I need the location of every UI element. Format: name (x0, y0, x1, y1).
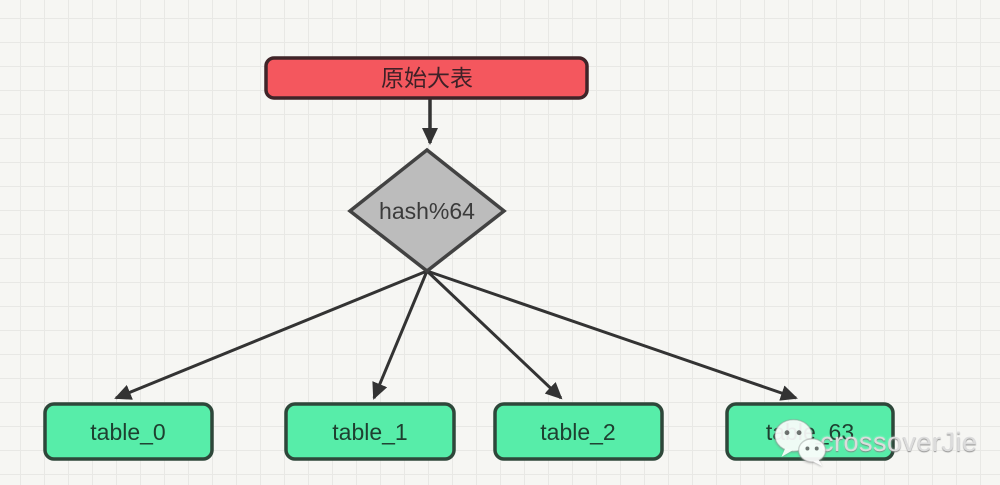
edge-hash-to-table-2-arrow (425, 269, 563, 400)
node-hash-decision: hash%64 (347, 147, 507, 274)
edge-hash-to-table-1-arrow (372, 270, 429, 400)
node-original-table: 原始大表 (264, 56, 589, 100)
node-table-2-label: table_2 (540, 419, 615, 445)
node-table-63-label: table_63 (766, 419, 854, 445)
node-table-63: table_63 (725, 402, 895, 461)
edge-hash-to-table-0-arrow (114, 269, 428, 400)
node-hash-decision-shape (347, 147, 507, 274)
node-hash-decision-label: hash%64 (379, 198, 475, 224)
node-original-table-label: 原始大表 (381, 65, 473, 91)
node-table-0-box (43, 402, 214, 461)
node-table-0-label: table_0 (90, 419, 165, 445)
node-table-1: table_1 (284, 402, 456, 461)
node-table-1-box (284, 402, 456, 461)
node-table-2-box (493, 402, 664, 461)
node-table-0: table_0 (43, 402, 214, 461)
node-table-1-label: table_1 (332, 419, 407, 445)
edge-hash-to-table-63-arrow (426, 269, 798, 401)
node-original-table-box (264, 56, 589, 100)
node-table-2: table_2 (493, 402, 664, 461)
